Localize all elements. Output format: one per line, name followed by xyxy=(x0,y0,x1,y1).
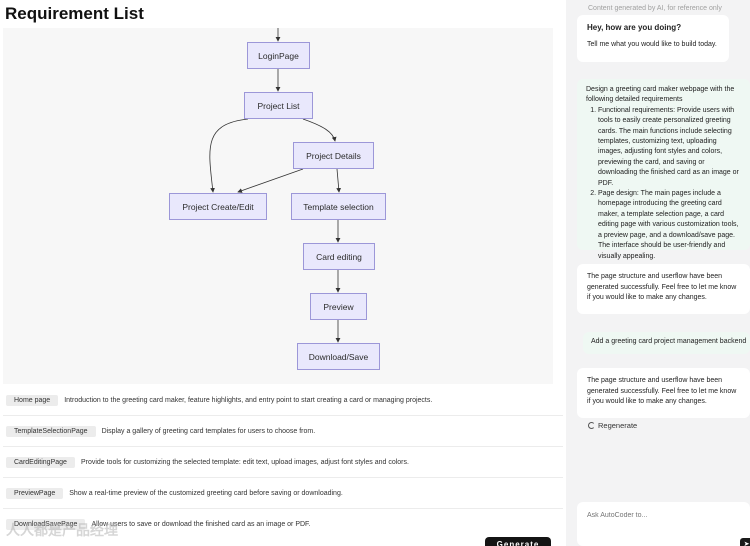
page-description: Allow users to save or download the fini… xyxy=(91,521,311,528)
edge-projectlist-projectdetails xyxy=(302,118,337,142)
flow-edges xyxy=(209,28,342,343)
page-title: Requirement List xyxy=(5,4,144,23)
page-row-home[interactable]: Home page Introduction to the greeting c… xyxy=(3,385,563,416)
flow-canvas[interactable]: LoginPage Project List Project Details P… xyxy=(3,28,553,384)
flow-node-project-details[interactable]: Project Details xyxy=(293,142,374,169)
flow-node-login[interactable]: LoginPage xyxy=(247,42,310,69)
requirement-item: Functional requirements: Provide users w… xyxy=(598,106,742,189)
page-row-preview[interactable]: PreviewPage Show a real-time preview of … xyxy=(3,478,563,509)
user-message-2: Add a greeting card project management b… xyxy=(583,332,750,354)
page-name-tag[interactable]: PreviewPage xyxy=(6,487,64,499)
requirement-pane: Requirement List xyxy=(3,4,563,546)
flow-node-preview[interactable]: Preview xyxy=(310,293,367,320)
greeting-text: Tell me what you would like to build tod… xyxy=(587,40,717,48)
flow-node-template-selection[interactable]: Template selection xyxy=(291,193,386,220)
watermark-text: 人人都是产品经理 xyxy=(6,522,118,538)
refresh-icon xyxy=(588,422,595,429)
ai-disclaimer: Content generated by AI, for reference o… xyxy=(588,5,722,12)
assistant-message-1: The page structure and userflow have bee… xyxy=(577,264,750,314)
page-description: Introduction to the greeting card maker,… xyxy=(64,396,433,404)
page-row-card-editing[interactable]: CardEditingPage Provide tools for custom… xyxy=(3,447,563,478)
flow-node-download[interactable]: Download/Save xyxy=(297,343,380,370)
regenerate-label: Regenerate xyxy=(598,421,638,430)
send-button[interactable]: ➤ xyxy=(740,538,750,546)
page-description: Provide tools for customizing the select… xyxy=(80,458,409,466)
chat-input[interactable] xyxy=(587,512,737,519)
page-name-tag[interactable]: Home page xyxy=(6,394,59,406)
requirements-list: Functional requirements: Provide users w… xyxy=(586,106,742,262)
user-message-intro: Design a greeting card maker webpage wit… xyxy=(586,86,735,104)
edge-projectdetails-projectcreate xyxy=(237,168,304,193)
page-description: Display a gallery of greeting card templ… xyxy=(101,427,316,435)
page-row-template-selection[interactable]: TemplateSelectionPage Display a gallery … xyxy=(3,416,563,447)
chat-panel: Content generated by AI, for reference o… xyxy=(566,0,750,546)
greeting-bubble: Hey, how are you doing? Tell me what you… xyxy=(577,15,729,62)
greeting-title: Hey, how are you doing? xyxy=(587,23,682,32)
edge-projectdetails-template xyxy=(336,168,342,193)
assistant-message-2: The page structure and userflow have bee… xyxy=(577,368,750,418)
regenerate-button[interactable]: Regenerate xyxy=(588,421,637,430)
flow-node-project-list[interactable]: Project List xyxy=(244,92,313,119)
page-description: Show a real-time preview of the customiz… xyxy=(69,489,343,497)
page-name-tag[interactable]: CardEditingPage xyxy=(6,456,75,468)
page-row-download-save[interactable]: DownloadSavePage Allow users to save or … xyxy=(3,509,563,540)
flow-node-card-editing[interactable]: Card editing xyxy=(303,243,375,270)
chat-input-box[interactable]: ➤ xyxy=(577,502,750,546)
send-icon: ➤ xyxy=(743,541,750,546)
page-name-tag[interactable]: TemplateSelectionPage xyxy=(6,425,96,437)
user-message-1: Design a greeting card maker webpage wit… xyxy=(577,79,750,260)
edge-projectlist-projectcreate xyxy=(209,118,249,193)
generate-button[interactable]: Generate xyxy=(485,537,551,546)
flow-node-project-create[interactable]: Project Create/Edit xyxy=(169,193,267,220)
requirement-item: Page design: The main pages include a ho… xyxy=(598,189,742,262)
page-name-tag[interactable]: DownloadSavePage xyxy=(6,519,86,530)
